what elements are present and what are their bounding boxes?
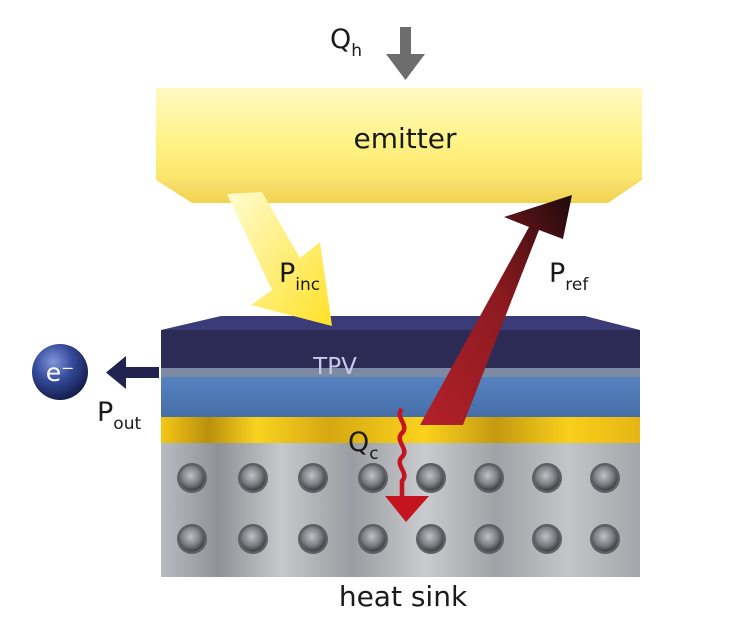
reflected-power-label: Pref xyxy=(549,258,589,295)
heat-loss-arrow xyxy=(385,407,429,522)
incident-power-label: Pinc xyxy=(279,258,320,295)
cooling-channel-inner xyxy=(476,465,502,491)
heat-loss-label: Qc xyxy=(348,427,379,464)
reflected-power-arrow xyxy=(420,195,572,425)
cooling-channel-inner xyxy=(240,465,266,491)
cooling-channels xyxy=(177,463,620,554)
cooling-channel-inner xyxy=(592,526,618,552)
output-power-label: Pout xyxy=(97,397,141,434)
cooling-channel-inner xyxy=(360,465,386,491)
cooling-channel-inner xyxy=(476,526,502,552)
electron-ball xyxy=(32,344,88,400)
electron-label: e⁻ xyxy=(46,358,75,387)
emitter-block xyxy=(156,88,642,203)
output-power-arrow xyxy=(106,356,159,389)
cooling-channel-inner xyxy=(534,465,560,491)
cooling-channel-inner xyxy=(179,465,205,491)
cooling-channel-inner xyxy=(418,465,444,491)
heat-sink-label: heat sink xyxy=(339,580,468,613)
cooling-channel-inner xyxy=(534,526,560,552)
cooling-channel-inner xyxy=(300,465,326,491)
cooling-channel-inner xyxy=(179,526,205,552)
heat-input-arrow xyxy=(386,27,425,80)
cooling-channel-inner xyxy=(240,526,266,552)
cooling-channel-inner xyxy=(300,526,326,552)
emitter-label: emitter xyxy=(354,122,457,155)
cooling-channel-inner xyxy=(418,526,444,552)
tpv-cell xyxy=(161,316,640,417)
incident-power-arrow xyxy=(227,192,332,326)
cooling-channel-inner xyxy=(592,465,618,491)
cooling-channel-inner xyxy=(360,526,386,552)
heat-input-label: Qh xyxy=(330,24,362,61)
tpv-label: TPV xyxy=(312,354,357,380)
